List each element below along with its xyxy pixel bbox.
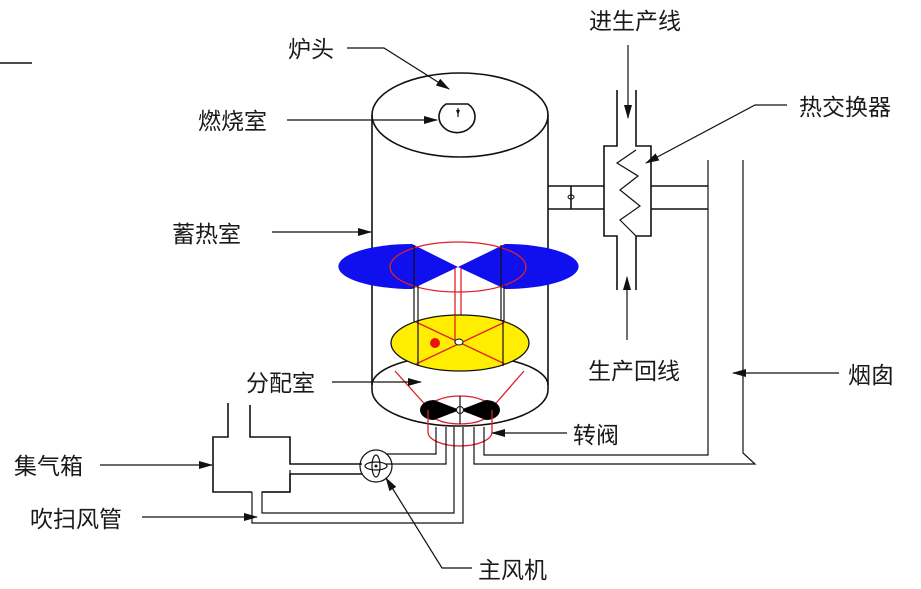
valve-blade-right (460, 400, 500, 420)
heat-exchanger (548, 90, 708, 290)
fan-housing (359, 449, 393, 483)
label-production-return: 生产回线 (588, 359, 680, 385)
label-distribution-chamber: 分配室 (246, 371, 315, 397)
rotary-valve (420, 395, 500, 447)
label-furnace-head: 炉头 (288, 37, 334, 63)
label-regenerator: 蓄热室 (172, 222, 241, 248)
rotor-hub (454, 338, 464, 346)
valve-body (427, 410, 493, 447)
valve-blade-left (420, 400, 460, 420)
leaders (100, 45, 839, 569)
label-chimney: 烟囱 (848, 363, 894, 389)
upper-rotor-blade-left (338, 244, 458, 289)
lower-rotor (390, 314, 530, 372)
heat-exchanger-body (603, 90, 652, 290)
gas-collector (212, 403, 362, 493)
regenerator-vessel (371, 72, 549, 427)
upper-rotor-blade-right (458, 244, 579, 289)
main-fan (359, 449, 393, 483)
upper-rotor-ring (389, 241, 527, 293)
combustion-chamber-shape (438, 103, 476, 134)
vessel-top (371, 72, 549, 158)
label-combustion-chamber: 燃烧室 (198, 109, 267, 135)
label-production-inlet: 进生产线 (589, 9, 681, 35)
label-heat-exchanger: 热交换器 (799, 95, 891, 121)
label-main-fan: 主风机 (478, 558, 547, 584)
label-purge-duct: 吹扫风管 (30, 507, 122, 533)
label-rotary-valve: 转阀 (573, 423, 619, 449)
valve-pipes (251, 160, 757, 524)
marker-dot (430, 338, 440, 348)
label-gas-collector: 集气箱 (14, 454, 83, 480)
heat-exchanger-coil (615, 149, 642, 237)
